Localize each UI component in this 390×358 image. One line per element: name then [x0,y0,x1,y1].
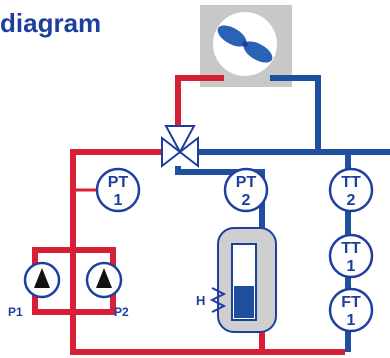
sensor-pt1-num: 1 [114,192,123,209]
sensor-pt2-num: 2 [242,192,251,209]
pump-icon [96,268,112,288]
diagram-title: diagram [0,8,102,38]
pump-p1-label: P1 [8,305,23,319]
sensor-tt1-num: 1 [347,258,356,275]
hot-piping [32,75,345,355]
heater-label: H [196,293,205,308]
pump-icon [34,268,50,288]
sensor-pt1: PT 1 [95,167,141,213]
pump-p2 [85,261,123,299]
sensor-tt2-num: 2 [347,192,356,209]
sensor-pt1-type: PT [108,174,129,191]
sensor-tt1: TT 1 [328,233,374,279]
fan-unit [200,5,292,87]
sensor-tt1-type: TT [341,240,361,257]
sensor-ft1-type: FT [341,294,361,311]
pump-p1 [23,261,61,299]
sensor-pt2: PT 2 [223,167,269,213]
sensor-ft1-num: 1 [347,312,356,329]
storage-tank [209,227,277,333]
sensor-tt2-type: TT [341,174,361,191]
sensor-pt2-type: PT [236,174,257,191]
pump-p2-label: P2 [114,305,129,319]
sensor-tt2: TT 2 [328,167,374,213]
three-way-valve [161,125,199,169]
sensor-ft1: FT 1 [328,287,374,333]
